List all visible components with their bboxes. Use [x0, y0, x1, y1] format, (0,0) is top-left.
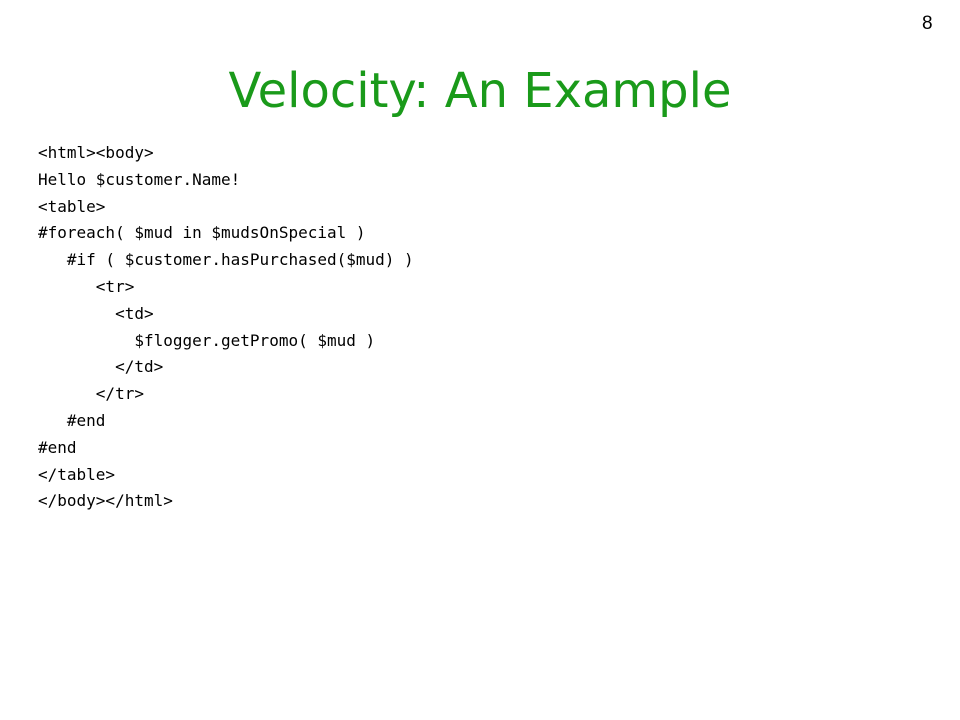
code-block: <html><body> Hello $customer.Name! <tabl…	[38, 140, 414, 515]
code-line: </body></html>	[38, 491, 173, 511]
page-number: 8	[922, 13, 933, 34]
code-line: </td>	[38, 357, 164, 377]
code-line: <td>	[38, 303, 154, 323]
code-line: #end	[38, 410, 106, 430]
code-line: <html><body>	[38, 143, 154, 162]
slide-title: Velocity: An Example	[228, 63, 732, 119]
code-line: <table>	[38, 196, 106, 216]
code-line: Hello $customer.Name!	[38, 169, 241, 189]
code-line: #if ( $customer.hasPurchased($mud) )	[38, 250, 414, 270]
code-line: <tr>	[38, 276, 135, 296]
code-line: </table>	[38, 464, 116, 484]
code-line: #end	[38, 437, 77, 457]
code-line: #foreach( $mud in $mudsOnSpecial )	[38, 223, 366, 243]
code-line: </tr>	[38, 384, 144, 404]
code-line: $flogger.getPromo( $mud )	[38, 330, 376, 350]
